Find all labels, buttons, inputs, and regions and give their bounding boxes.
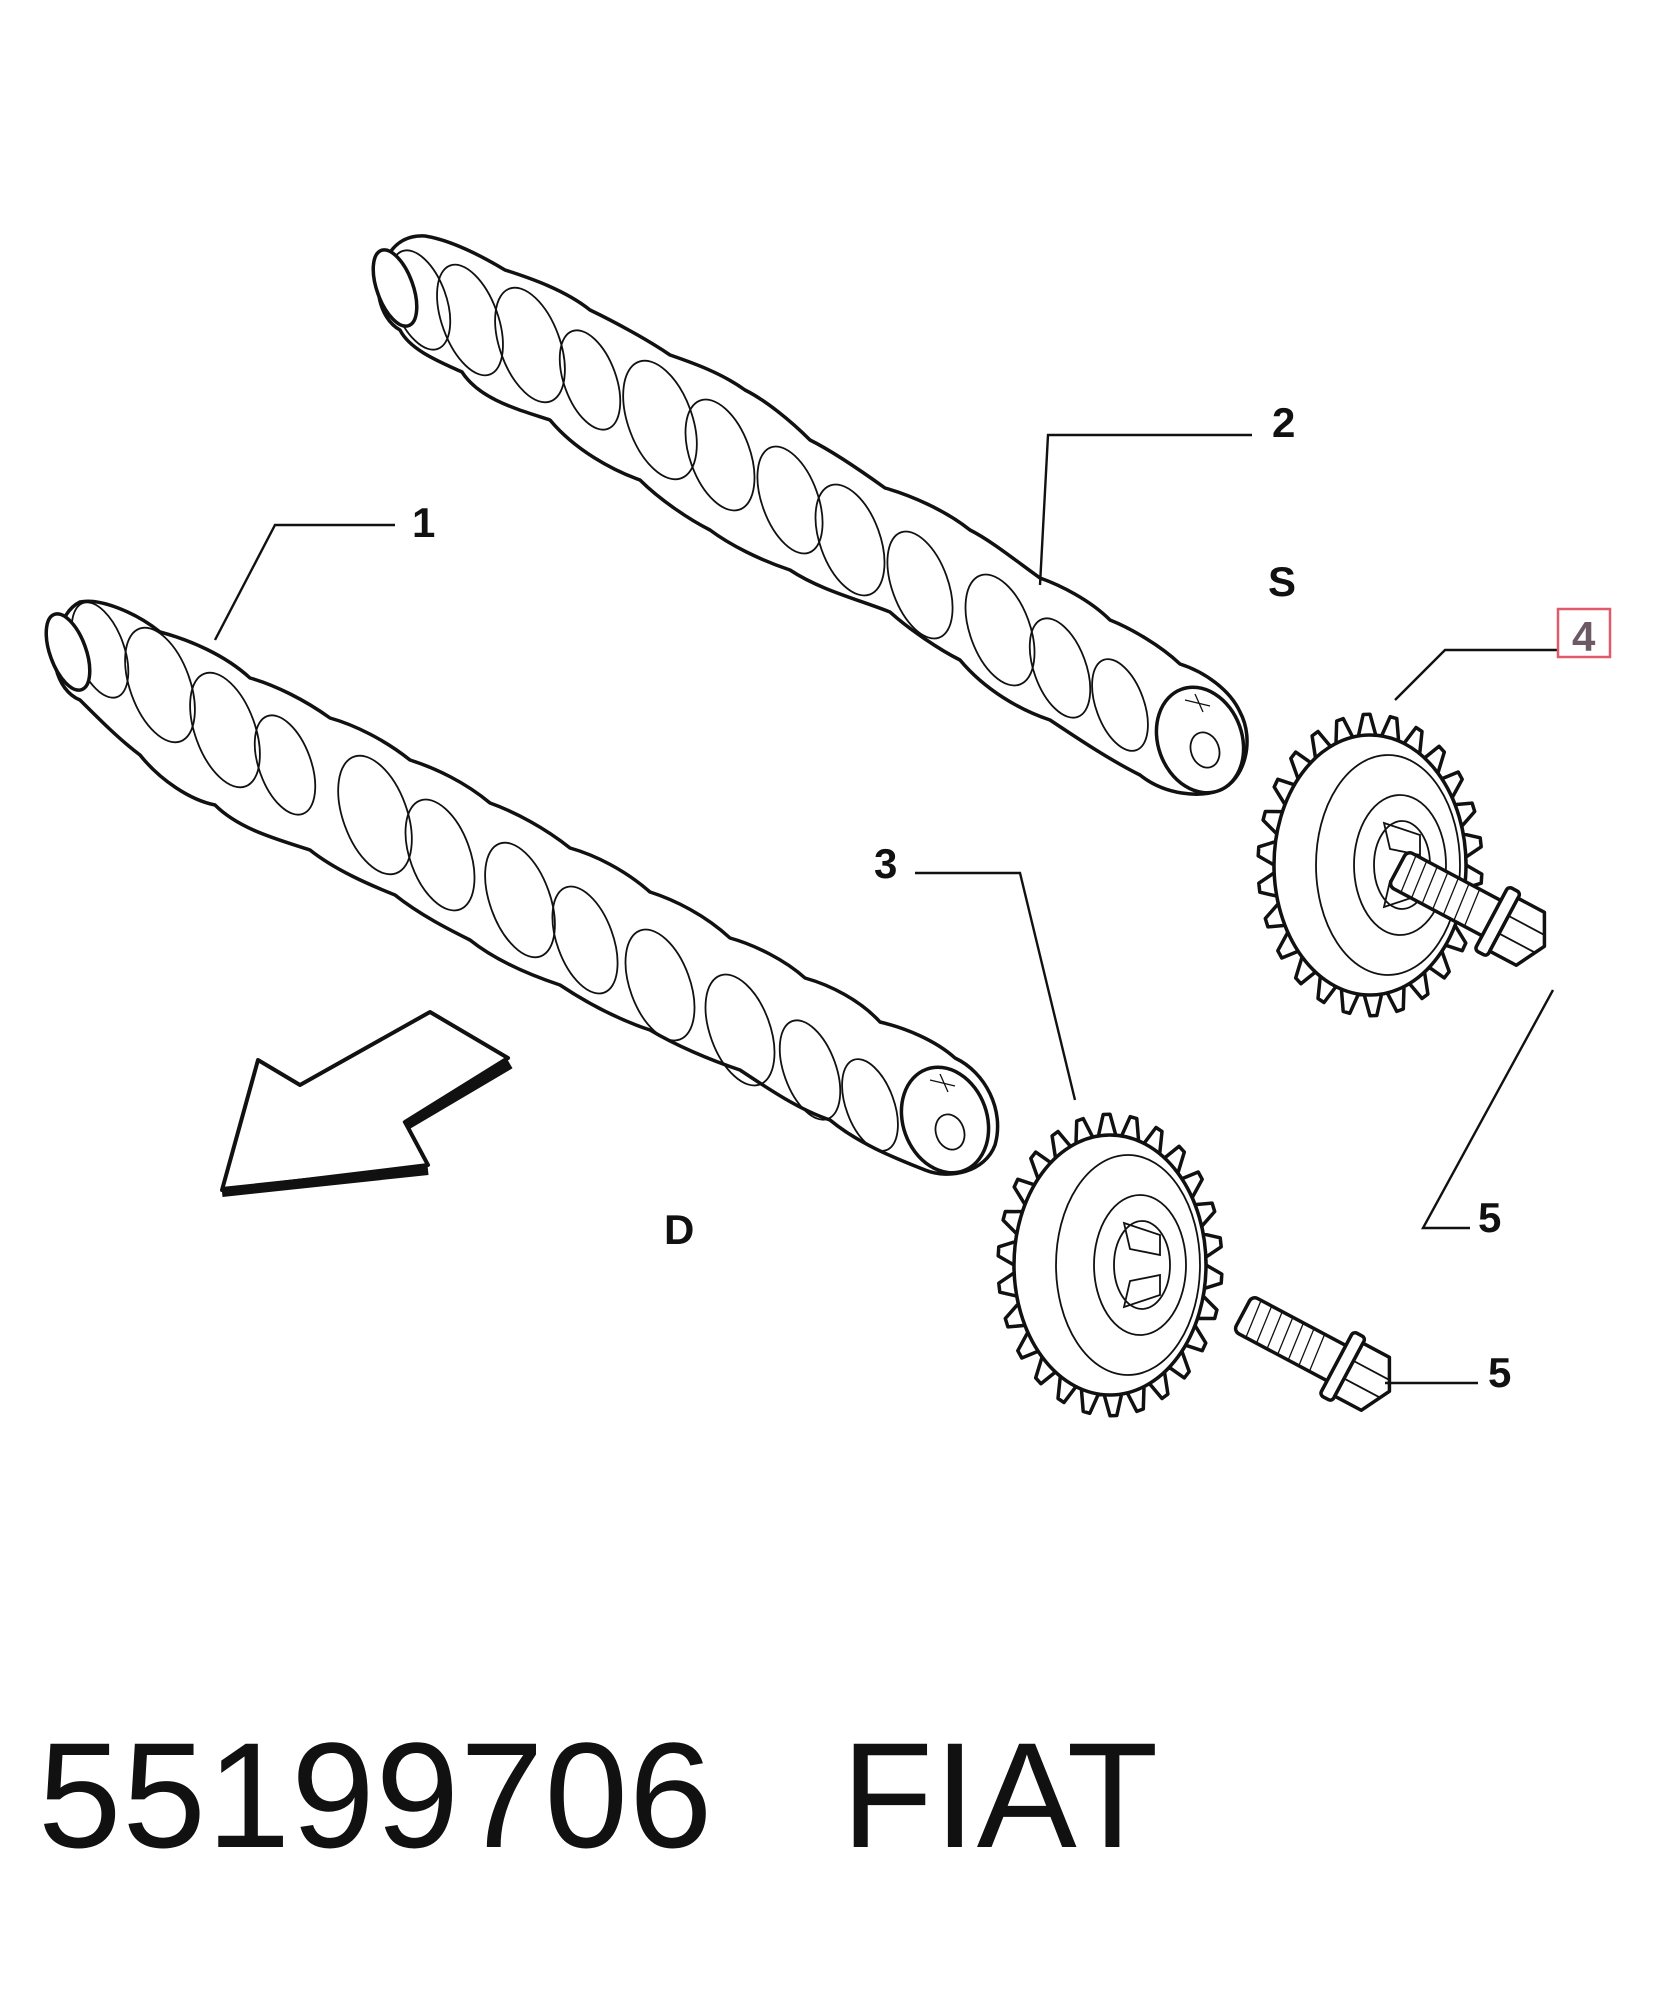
leader-lines <box>213 433 1558 1385</box>
side-label-s: S <box>1268 558 1296 605</box>
camshaft-lower <box>44 599 1000 1176</box>
brand-name: FIAT <box>841 1711 1160 1879</box>
callout-4: 4 <box>1572 613 1596 660</box>
caption-gap <box>713 1711 841 1879</box>
callout-4-highlight <box>1556 607 1612 659</box>
callout-1: 1 <box>412 499 435 546</box>
callout-2: 2 <box>1272 399 1295 446</box>
callout-3: 3 <box>874 840 897 887</box>
bolt-upper <box>1388 851 1547 968</box>
part-number: 55199706 <box>38 1711 714 1879</box>
callout-5-upper: 5 <box>1478 1194 1501 1241</box>
part-caption: 55199706 FIAT <box>38 1720 1159 1870</box>
bolt-lower <box>1233 1296 1392 1413</box>
side-label-d: D <box>664 1206 694 1253</box>
gear-lower <box>996 1112 1224 1418</box>
gear-upper <box>1256 712 1484 1018</box>
callout-5-lower: 5 <box>1488 1349 1511 1396</box>
camshaft-upper <box>371 234 1249 796</box>
arrow-left-down-icon <box>220 1010 513 1197</box>
